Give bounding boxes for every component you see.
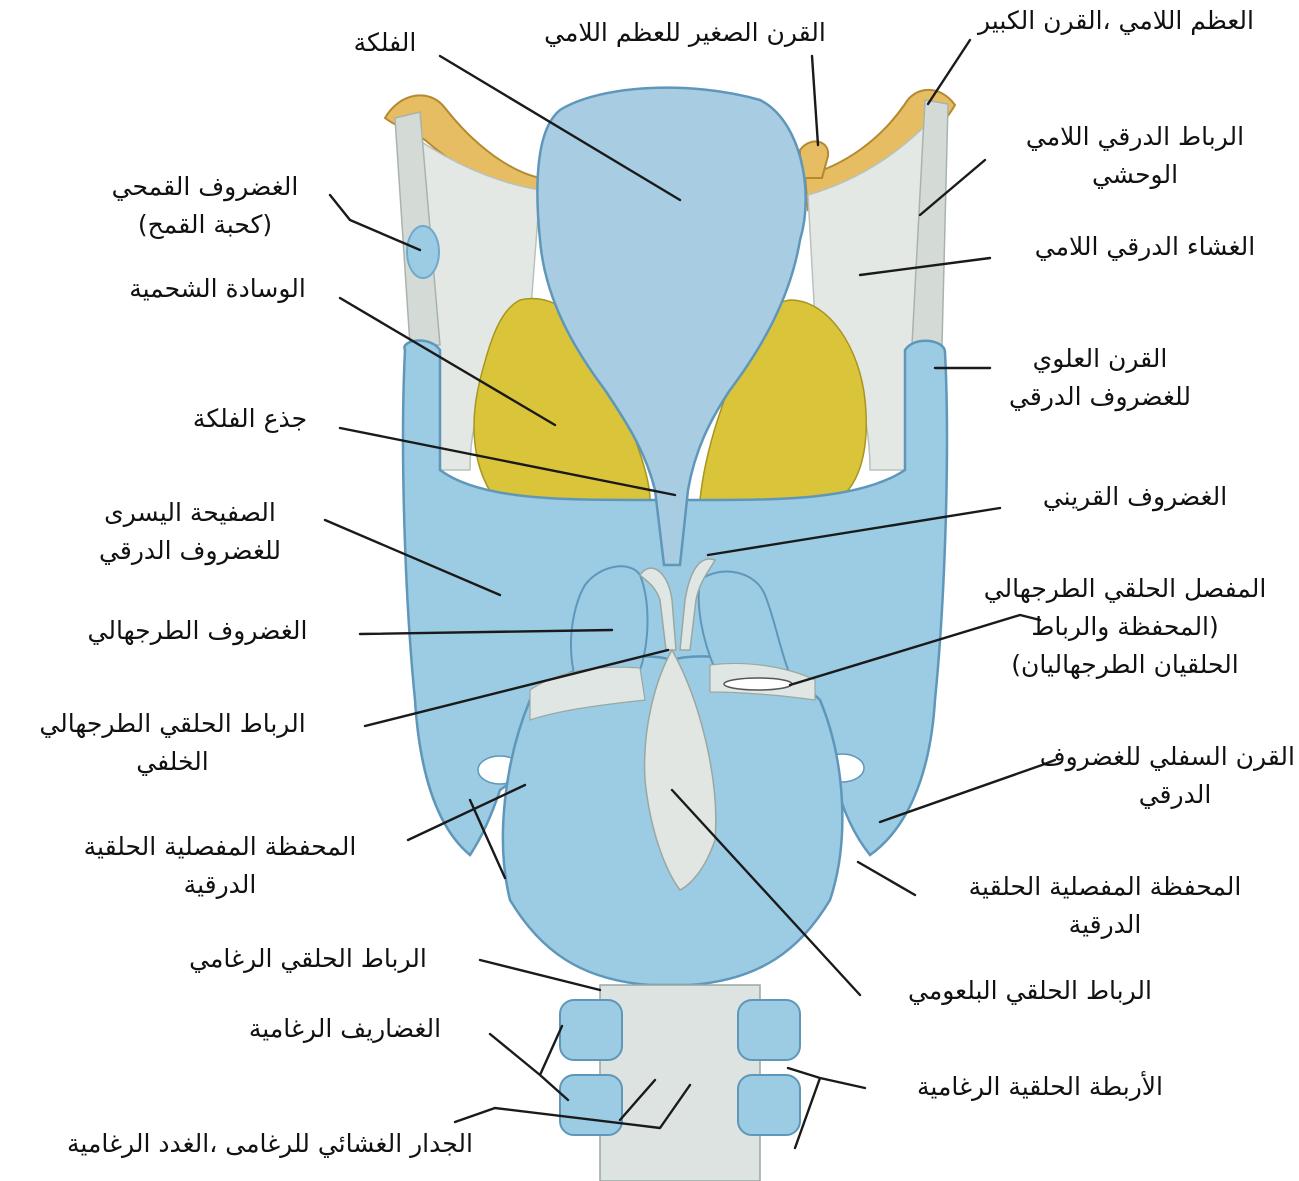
tracheal-cartilage-right-2	[737, 1074, 801, 1136]
label-line: الرباط الحلقي الرغامي	[189, 944, 427, 973]
label-line: الخلفي	[136, 747, 209, 776]
leader-cricopharyngeal-ligament	[670, 788, 862, 997]
leader-lateral-thyrohyoid-ligament	[918, 158, 987, 217]
label-inferior-horn-thyroid: القرن السفلي للغضروف الدرقي	[1039, 738, 1295, 814]
leader-arytenoid-cartilage	[358, 628, 614, 636]
tracheal-cartilage-left-2	[559, 1074, 623, 1136]
label-line: الغضروف القريني	[1042, 482, 1228, 511]
label-superior-horn-thyroid: القرن العلوي للغضروف الدرقي	[980, 340, 1220, 416]
label-line: (المحفظة والرباط	[1031, 612, 1219, 641]
label-line: المحفظة المفصلية الحلقية	[968, 872, 1242, 901]
label-corniculate-cartilage: الغضروف القريني	[1005, 478, 1265, 516]
label-thyrohyoid-membrane: الغشاء الدرقي اللامي	[995, 228, 1295, 266]
label-line: الوسادة الشحمية	[129, 274, 306, 303]
leader-posterior-cricoarytenoid-ligament	[363, 648, 670, 728]
label-line: القرن السفلي للغضروف	[1039, 742, 1295, 771]
corniculate-cartilages	[639, 558, 717, 651]
label-posterior-cricoarytenoid-ligament: الرباط الحلقي الطرجهالي الخلفي	[0, 705, 345, 781]
label-line: الغضروف القمحي	[111, 172, 299, 201]
label-hyoid-lesser-horn: القرن الصغير للعظم اللامي	[495, 14, 875, 52]
label-line: (كحبة القمح)	[137, 210, 273, 239]
label-anular-ligaments: الأربطة الحلقية الرغامية	[870, 1068, 1210, 1106]
label-line: العظم اللامي ،القرن الكبير	[977, 6, 1254, 35]
tracheal-cartilage-left-1	[559, 999, 623, 1061]
leader-epiglottic-stalk	[338, 426, 677, 497]
label-line: الغضروف الطرجهالي	[87, 616, 308, 645]
leader-cricothyroid-capsule-right	[856, 860, 917, 897]
label-line: الحلقيان الطرجهاليان)	[1011, 650, 1239, 679]
label-line: الغشاء الدرقي اللامي	[1034, 232, 1256, 261]
label-line: القرن الصغير للعظم اللامي	[544, 18, 826, 47]
label-line: القرن العلوي	[1032, 344, 1168, 373]
label-arytenoid-cartilage: الغضروف الطرجهالي	[40, 612, 355, 650]
label-line: الوحشي	[1091, 160, 1179, 189]
label-cricotracheal-ligament: الرباط الحلقي الرغامي	[148, 940, 468, 978]
label-line: الرباط الحلقي البلعومي	[908, 976, 1152, 1005]
tracheal-cartilage-right-1	[737, 999, 801, 1061]
label-tracheal-cartilages: الغضاريف الرغامية	[210, 1010, 480, 1048]
leader-membranous-wall	[453, 1078, 692, 1130]
label-line: للغضروف الدرقي	[99, 536, 281, 565]
label-line: جذع الفلكة	[192, 404, 308, 433]
cricopharyngeal-ligament	[643, 648, 717, 891]
label-cricopharyngeal-ligament: الرباط الحلقي البلعومي	[870, 972, 1190, 1010]
label-cricothyroid-capsule-right: المحفظة المفصلية الحلقية الدرقية	[935, 868, 1275, 944]
leader-triticeal-cartilage	[328, 193, 422, 252]
leader-inferior-horn-thyroid	[878, 758, 1057, 824]
posterior-cricoarytenoid-ligament	[529, 666, 646, 721]
arytenoid-right	[697, 570, 792, 682]
leader-cricotracheal-ligament	[478, 958, 602, 992]
cricoarytenoid-joint-opening	[723, 677, 793, 691]
leader-corniculate-cartilage	[706, 506, 1002, 557]
leader-epiglottis	[438, 54, 682, 202]
leader-hyoid-lesser-horn	[810, 54, 820, 147]
label-epiglottis: الفلكة	[335, 24, 435, 62]
label-hyoid-greater-horn: العظم اللامي ،القرن الكبير	[935, 2, 1297, 40]
label-line: المحفظة المفصلية الحلقية	[83, 832, 357, 861]
label-line: الرباط الدرقي اللامي	[1025, 122, 1245, 151]
leader-cricoarytenoid-joint	[788, 613, 1042, 687]
label-line: الأربطة الحلقية الرغامية	[917, 1072, 1163, 1101]
anatomy-drawing	[383, 86, 957, 1181]
leader-thyrohyoid-membrane	[858, 256, 992, 277]
triticeal-cartilage	[406, 225, 440, 279]
hyoid-lesser-horn	[799, 140, 830, 179]
label-fat-pad: الوسادة الشحمية	[100, 270, 335, 308]
leader-tracheal-cartilages	[488, 1024, 570, 1102]
label-epiglottic-stalk: جذع الفلكة	[165, 400, 335, 438]
label-line: للغضروف الدرقي	[1009, 382, 1191, 411]
label-line: الدرقية	[1068, 910, 1142, 939]
label-line: المفصل الحلقي الطرجهالي	[983, 574, 1267, 603]
label-line: الصفيحة اليسرى	[104, 498, 276, 527]
leader-left-lamina-thyroid	[323, 518, 502, 597]
label-line: الرباط الحلقي الطرجهالي	[39, 709, 306, 738]
epiglottis	[536, 86, 807, 567]
leader-fat-pad	[338, 296, 557, 427]
leader-anular-ligaments	[786, 1066, 867, 1150]
label-left-lamina-thyroid: الصفيحة اليسرى للغضروف الدرقي	[60, 494, 320, 570]
trachea-membranous-wall	[599, 984, 761, 1181]
label-lateral-thyrohyoid-ligament: الرباط الدرقي اللامي الوحشي	[985, 118, 1285, 194]
label-line: الغضاريف الرغامية	[248, 1014, 442, 1043]
label-line: الجدار الغشائي للرغامى ،الغدد الرغامية	[67, 1129, 473, 1158]
leader-hyoid-greater-horn	[926, 38, 972, 106]
leader-cricothyroid-capsule-left	[406, 783, 527, 880]
label-triticeal-cartilage: الغضروف القمحي (كحبة القمح)	[90, 168, 320, 244]
leader-lines	[323, 38, 1057, 1150]
label-line: الدرقية	[183, 870, 257, 899]
label-cricothyroid-capsule-left: المحفظة المفصلية الحلقية الدرقية	[50, 828, 390, 904]
label-cricoarytenoid-joint: المفصل الحلقي الطرجهالي (المحفظة والرباط…	[960, 570, 1290, 684]
label-line: الدرقي	[1138, 780, 1212, 809]
label-line: الفلكة	[353, 28, 417, 57]
label-membranous-wall: الجدار الغشائي للرغامى ،الغدد الرغامية	[0, 1125, 540, 1163]
